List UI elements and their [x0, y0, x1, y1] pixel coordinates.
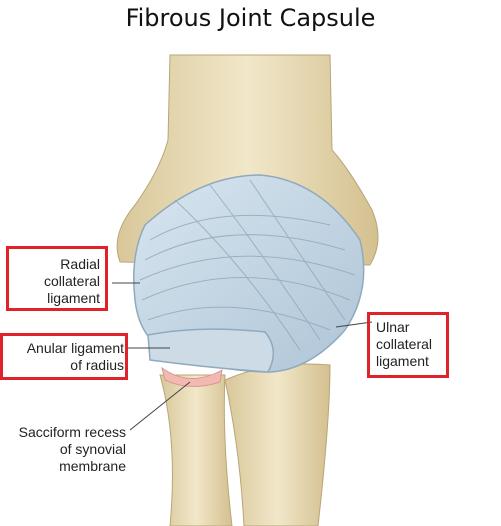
anular-ligament-band: [147, 328, 274, 373]
sacciform-recess-label: Sacciform recess of synovial membrane: [18, 424, 126, 474]
ulnar-collateral-label: Ulnar collateral ligament: [376, 319, 433, 369]
sacciform-recess: [161, 366, 223, 387]
anular-ligament-box: [0, 333, 128, 380]
joint-capsule: [133, 174, 365, 373]
radial-collateral-box: [6, 246, 108, 311]
ulnar-collateral-box: [367, 312, 449, 378]
radial-collateral-label: Radial collateral ligament: [43, 256, 100, 306]
ulna-bone: [224, 363, 331, 526]
radius-bone: [159, 374, 233, 526]
leader-sacciform: [129, 381, 191, 431]
diagram-title: Fibrous Joint Capsule: [125, 4, 376, 32]
leader-ulnar: [335, 321, 373, 328]
anular-ligament-label: Anular ligament of radius: [26, 340, 124, 373]
